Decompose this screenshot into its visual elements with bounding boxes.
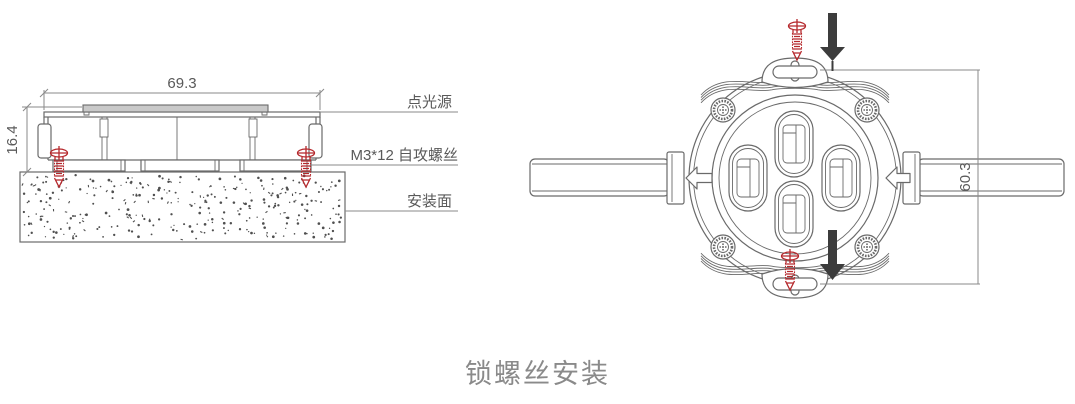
- top-flange: [43, 111, 321, 118]
- foot-pad-center: [140, 159, 220, 172]
- diagram-caption: 锁螺丝安装: [465, 359, 610, 389]
- latch-detail-left: [99, 118, 109, 138]
- cable-right: [902, 151, 1065, 205]
- mounting-surface: [19, 171, 346, 243]
- keyhole-slot-top-h: [772, 65, 818, 79]
- height-dim-value: 16.4: [4, 125, 21, 154]
- side-clip-right: [308, 123, 323, 159]
- led-lens-bottom: [774, 180, 814, 248]
- mounting-surface-label: 安装面: [407, 193, 452, 210]
- latch-detail-right: [248, 118, 258, 138]
- side-view: 69.3 16.4 点光源 M3*12 自攻螺丝 安装面: [4, 75, 458, 243]
- light-source-label: 点光源: [407, 94, 452, 111]
- rotate-direction-arrow-left: [685, 166, 713, 190]
- lock-screw-top: [787, 18, 807, 61]
- mounting-tab-top: [761, 57, 829, 89]
- callouts: 点光源 M3*12 自攻螺丝 安装面: [310, 94, 458, 212]
- cable-connector-left: [666, 151, 685, 205]
- foot-pad-left: [52, 159, 126, 172]
- side-clip-left: [37, 123, 52, 159]
- led-lens-top: [774, 110, 814, 178]
- fastener-screw-ne: [853, 96, 881, 124]
- light-source-lens: [82, 104, 269, 113]
- dimension-height-side: 16.4: [4, 102, 82, 177]
- width-dim-value: 69.3: [167, 75, 196, 92]
- rotate-direction-arrow-right: [885, 166, 911, 190]
- led-lens-right: [821, 144, 861, 212]
- fastener-screw-nw: [709, 96, 737, 124]
- inner-module-ring-inner: [718, 101, 872, 255]
- press-arrow-top: [820, 13, 845, 71]
- fixture-body: [37, 104, 323, 172]
- cable-left: [529, 151, 685, 205]
- foot-pad-right: [239, 159, 312, 172]
- front-view: 60.3: [529, 13, 1065, 299]
- front-height-dim-value: 60.3: [957, 162, 974, 191]
- press-arrow-bottom: [820, 230, 845, 280]
- keyhole-slot-bottom-h: [772, 277, 818, 291]
- screw-spec-label: M3*12 自攻螺丝: [350, 147, 458, 164]
- fastener-screw-sw: [709, 233, 737, 261]
- dimension-height-front: 60.3: [820, 69, 980, 285]
- stipple-dots: [21, 173, 342, 241]
- mounting-tab-bottom: [761, 267, 829, 299]
- led-lens-left: [728, 144, 768, 212]
- fastener-screw-se: [853, 233, 881, 261]
